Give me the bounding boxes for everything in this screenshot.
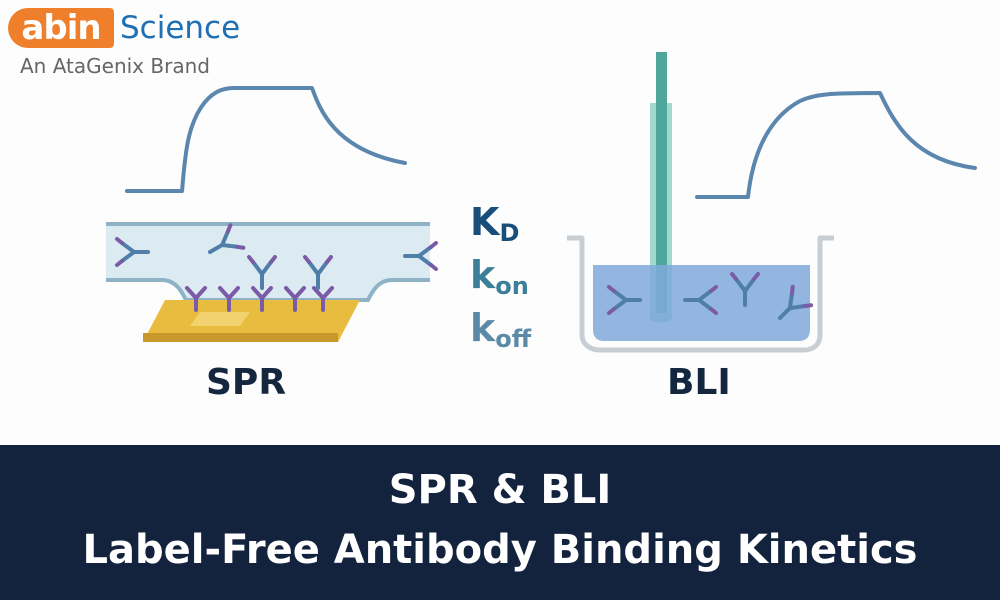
- title-banner: SPR & BLI Label-Free Antibody Binding Ki…: [0, 445, 1000, 600]
- koff-constant: koff: [470, 306, 531, 353]
- koff-subscript: off: [495, 325, 532, 353]
- logo-tagline: An AtaGenix Brand: [20, 54, 210, 78]
- bli-well: [567, 235, 834, 353]
- koff-main: k: [470, 306, 496, 350]
- illustration-area: abin Science An AtaGenix Brand SPR BLI K…: [8, 8, 977, 403]
- spr-label: SPR: [206, 362, 287, 403]
- spr-sensorgram-curve: [125, 86, 407, 193]
- kon-main: k: [470, 253, 496, 297]
- kon-subscript: on: [495, 272, 529, 300]
- kd-subscript: D: [499, 219, 520, 247]
- bli-sensorgram-curve: [695, 91, 977, 199]
- logo-science: Science: [120, 10, 241, 46]
- bli-label: BLI: [667, 362, 731, 403]
- kd-main: K: [470, 200, 500, 244]
- banner-title: SPR & BLI: [388, 467, 612, 513]
- kd-constant: KD: [470, 200, 519, 247]
- spr-gold-chip: [143, 300, 360, 342]
- logo-abin: abin: [8, 8, 114, 48]
- diagram-graphics: [106, 52, 977, 353]
- kon-constant: kon: [470, 253, 529, 300]
- banner-subtitle: Label-Free Antibody Binding Kinetics: [82, 527, 918, 573]
